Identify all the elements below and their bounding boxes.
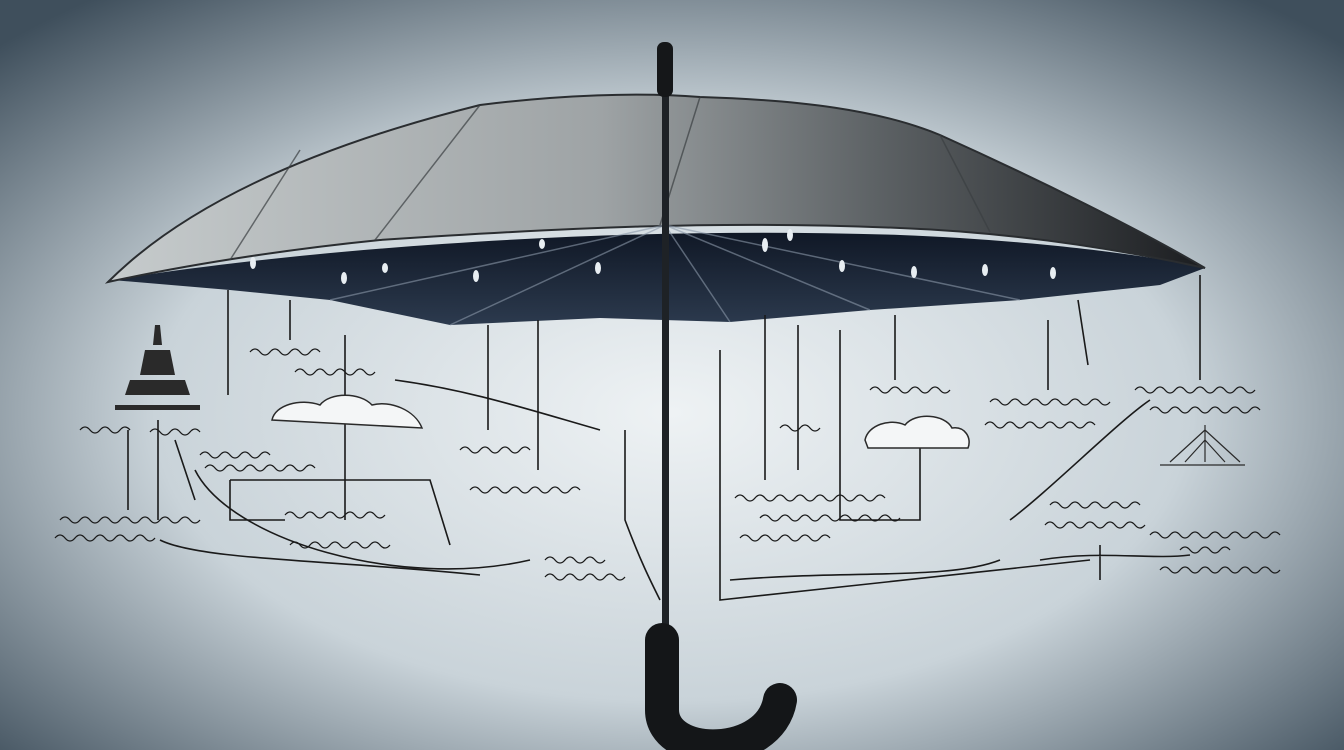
umbrella-handle — [645, 623, 797, 750]
scribble-text — [54, 348, 1281, 581]
temple-sketch — [115, 325, 200, 410]
umbrella-shaft — [662, 45, 669, 645]
clouds — [271, 394, 970, 449]
raindrops — [250, 229, 1056, 284]
underside-ribs — [329, 224, 1021, 326]
canopy-ribs — [229, 96, 991, 261]
canopy-top — [104, 93, 1206, 284]
umbrella-tip — [657, 42, 673, 97]
plant-sketch — [1160, 425, 1245, 466]
annotation-lines — [127, 275, 1201, 601]
canopy-underside — [112, 232, 1205, 325]
